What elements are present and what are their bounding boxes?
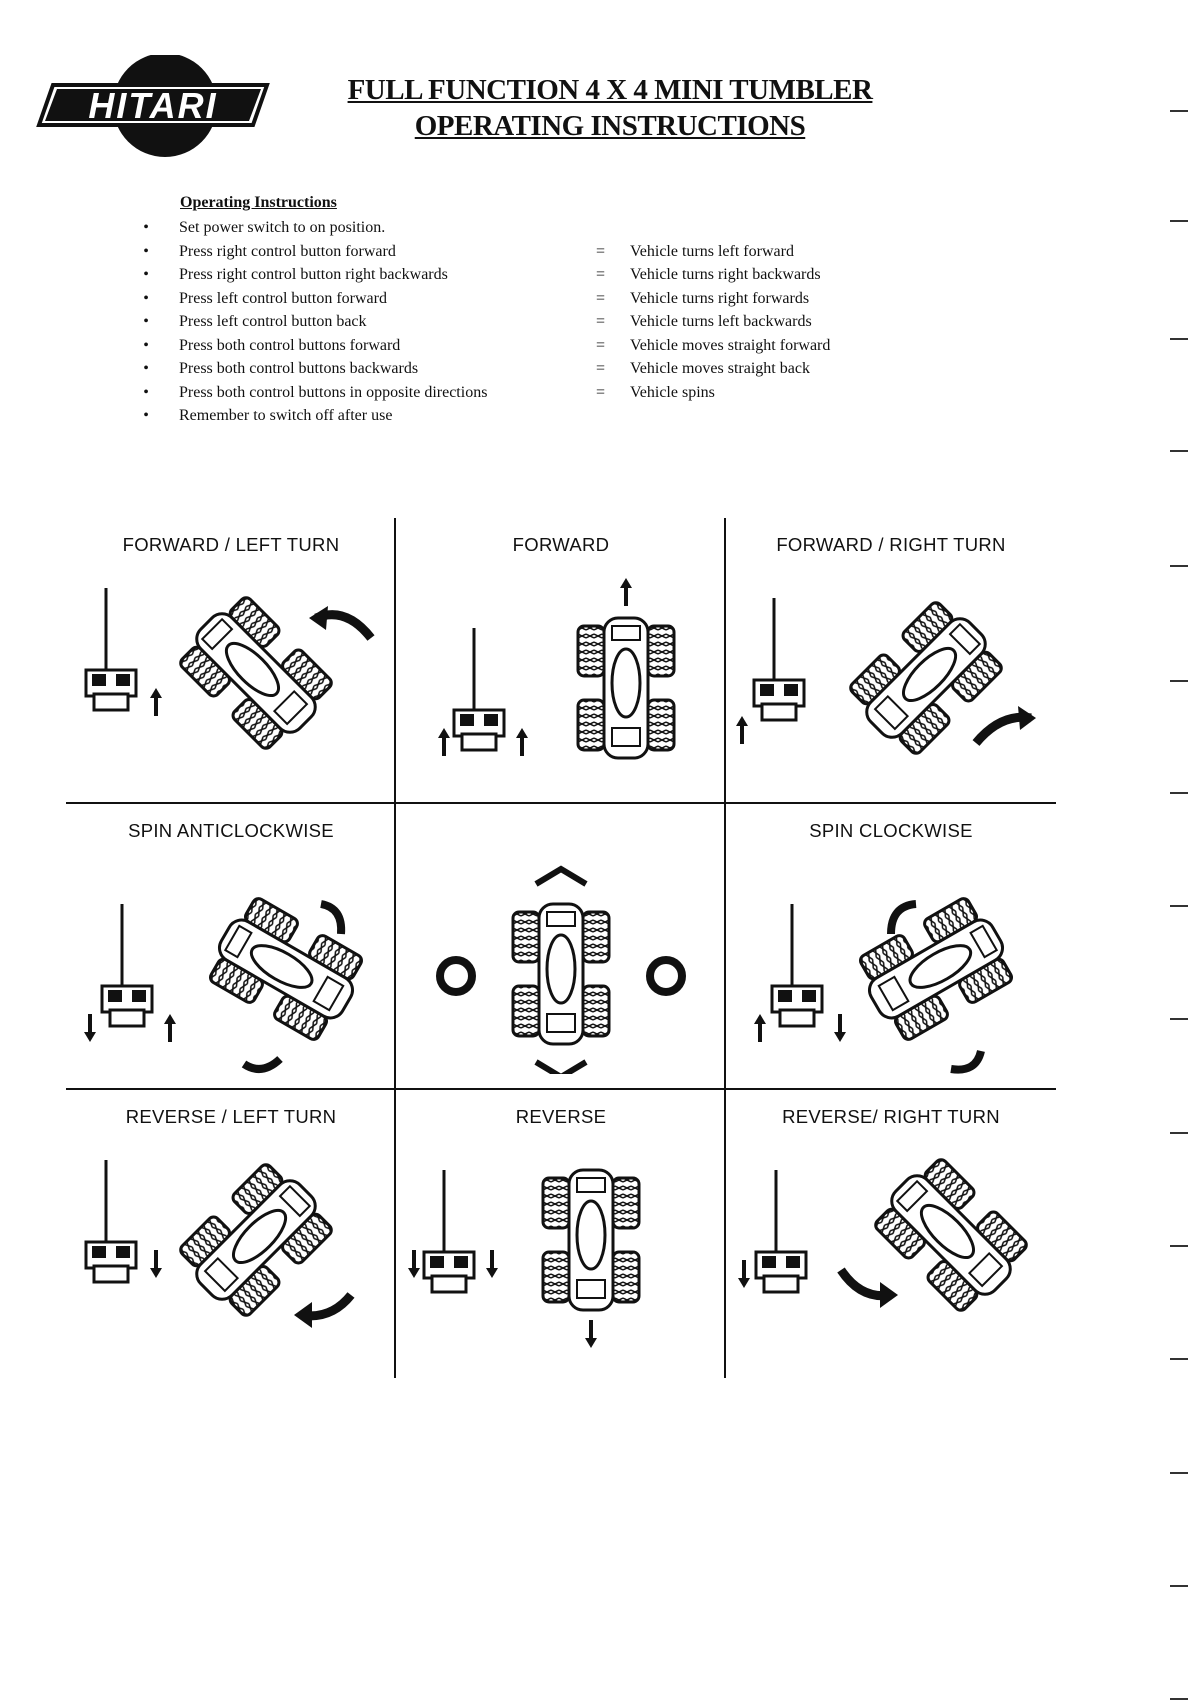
instruction-item: •Press left control button back=Vehicle … xyxy=(143,313,812,330)
diagram-label: SPIN ANTICLOCKWISE xyxy=(128,820,334,841)
instruction-item: •Press both control buttons backwards=Ve… xyxy=(143,360,810,377)
svg-text:HITARI: HITARI xyxy=(88,85,217,126)
diagram-reverse: REVERSE xyxy=(396,1090,726,1370)
title-line-2: OPERATING INSTRUCTIONS xyxy=(414,110,806,142)
instruction-item: •Press both control buttons in opposite … xyxy=(143,383,715,401)
margin-mark xyxy=(1170,1698,1188,1700)
diagram-illustration xyxy=(408,1168,641,1348)
diagram-spin-clockwise: SPIN CLOCKWISE xyxy=(726,804,1056,1084)
instructions-list: •Set power switch to on position. •Press… xyxy=(140,216,900,428)
diagram-label: FORWARD xyxy=(512,534,610,555)
diagram-forward: FORWARD xyxy=(396,518,726,798)
grid-divider xyxy=(724,518,726,1378)
margin-mark xyxy=(1170,905,1188,907)
title-line-1: FULL FUNCTION 4 X 4 MINI TUMBLER xyxy=(347,74,873,106)
diagram-illustration xyxy=(436,865,686,1074)
margin-mark xyxy=(1170,1018,1188,1020)
margin-mark xyxy=(1170,338,1188,340)
diagram-label: REVERSE / LEFT TURN xyxy=(125,1106,337,1127)
diagram-grid: FORWARD / LEFT TURN FORWARD FORWARD / RI… xyxy=(66,518,1056,1378)
diagram-reverse-right-turn: REVERSE/ RIGHT TURN xyxy=(726,1090,1056,1370)
margin-mark xyxy=(1170,565,1188,567)
margin-mark xyxy=(1170,110,1188,112)
diagram-forward-left-turn: FORWARD / LEFT TURN xyxy=(66,518,396,798)
margin-mark xyxy=(1170,680,1188,682)
diagram-illustration xyxy=(84,890,373,1073)
diagram-spin-anticlockwise: SPIN ANTICLOCKWISE xyxy=(66,804,396,1084)
instruction-item: •Press right control button right backwa… xyxy=(143,266,821,283)
diagram-label: FORWARD / RIGHT TURN xyxy=(776,534,1006,555)
diagram-illustration xyxy=(84,586,375,758)
hitari-logo: HITARI xyxy=(35,53,270,165)
instruction-item: •Press left control button forward=Vehic… xyxy=(143,289,810,307)
margin-mark xyxy=(1170,1472,1188,1474)
diagram-illustration xyxy=(738,1150,1036,1320)
grid-divider xyxy=(66,802,1056,804)
margin-mark xyxy=(1170,792,1188,794)
diagram-reverse-left-turn: REVERSE / LEFT TURN xyxy=(66,1090,396,1370)
margin-mark xyxy=(1170,1245,1188,1247)
margin-mark xyxy=(1170,1358,1188,1360)
margin-mark xyxy=(1170,220,1188,222)
instruction-item: •Remember to switch off after use xyxy=(143,407,393,424)
grid-divider xyxy=(66,1088,1056,1090)
instructions-heading: Operating Instructions xyxy=(180,194,337,211)
instruction-item: •Set power switch to on position. xyxy=(143,219,386,236)
grid-divider xyxy=(394,518,396,1378)
document-title: FULL FUNCTION 4 X 4 MINI TUMBLER OPERATI… xyxy=(300,72,920,144)
diagram-illustration xyxy=(438,578,676,760)
diagram-illustration xyxy=(754,890,1023,1074)
diagram-label: REVERSE/ RIGHT TURN xyxy=(782,1106,1000,1127)
margin-mark xyxy=(1170,1585,1188,1587)
margin-mark xyxy=(1170,1132,1188,1134)
diagram-spin-center xyxy=(396,804,726,1084)
margin-mark xyxy=(1170,450,1188,452)
diagram-illustration xyxy=(84,1155,355,1328)
diagram-label: FORWARD / LEFT TURN xyxy=(122,534,340,555)
diagram-illustration xyxy=(736,593,1036,763)
instruction-item: •Press right control button forward=Vehi… xyxy=(143,242,794,260)
instruction-item: •Press both control buttons forward=Vehi… xyxy=(143,336,831,354)
diagram-label: SPIN CLOCKWISE xyxy=(809,820,973,841)
diagram-label: REVERSE xyxy=(515,1106,607,1127)
diagram-forward-right-turn: FORWARD / RIGHT TURN xyxy=(726,518,1056,798)
